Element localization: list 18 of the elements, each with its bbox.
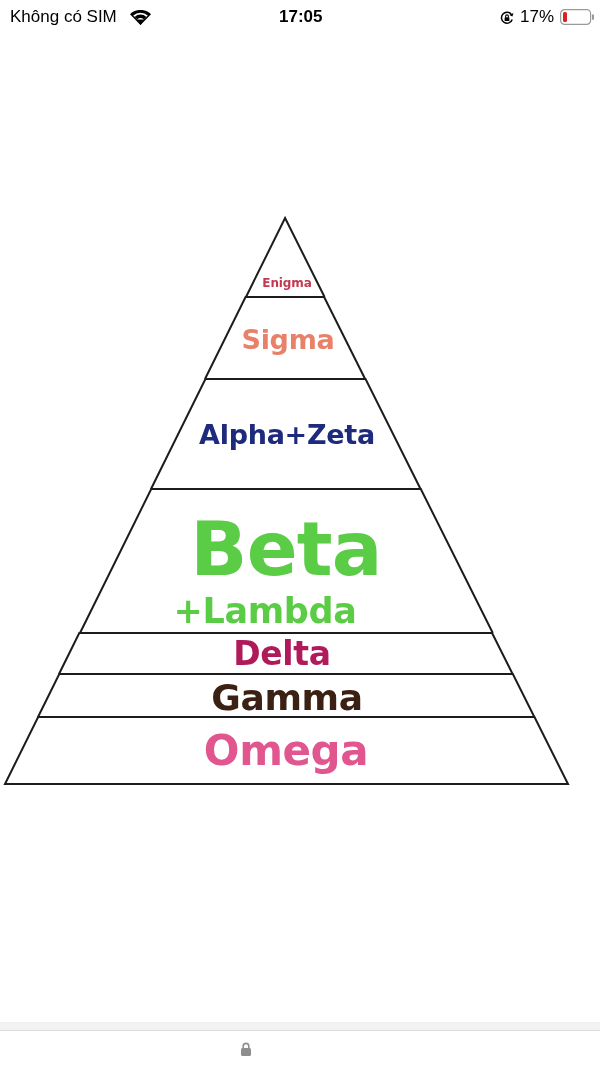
pyramid-tier <box>77 487 495 635</box>
tier-label: Delta <box>233 637 331 670</box>
pyramid-tier <box>36 672 537 719</box>
pyramid-tier <box>243 214 327 299</box>
battery-percent: 17% <box>520 6 555 28</box>
tier-label: Enigma <box>262 277 312 289</box>
tier-label: Beta <box>190 512 382 587</box>
tier-label: Sigma <box>241 326 335 353</box>
pyramid-tier <box>148 377 423 491</box>
carrier-status: Không có SIM <box>10 6 117 28</box>
tier-label: Omega <box>203 730 369 772</box>
tier-label: Alpha+Zeta <box>199 421 375 448</box>
pyramid-tier <box>3 715 570 786</box>
tier-label: Gamma <box>211 680 363 716</box>
pyramid-tier <box>57 631 515 676</box>
clock-time: 17:05 <box>279 6 323 28</box>
pyramid-tier <box>203 295 368 381</box>
tier-label: +Lambda <box>173 594 357 629</box>
